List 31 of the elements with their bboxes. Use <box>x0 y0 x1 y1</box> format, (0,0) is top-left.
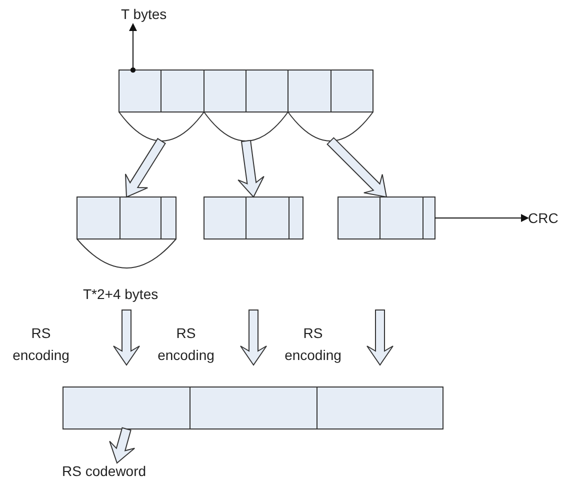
node-label: CRC <box>528 210 558 226</box>
edge-label: RS encoding <box>156 324 216 365</box>
segment-box <box>76 196 176 240</box>
node-label: RS codeword <box>62 463 146 479</box>
brace-arc <box>118 112 204 142</box>
brace-arc <box>288 112 374 142</box>
arrow <box>240 310 267 366</box>
node-label: T bytes <box>121 6 167 22</box>
cell-box <box>118 70 162 112</box>
segment-box <box>204 196 304 240</box>
arrow <box>434 214 529 222</box>
cell-box <box>316 386 444 430</box>
brace-arc <box>204 112 288 142</box>
arrow <box>366 310 394 366</box>
arrow <box>109 427 136 464</box>
arrow <box>238 140 264 198</box>
size-label: T*2+4 bytes <box>83 286 158 302</box>
arrow <box>326 137 388 198</box>
arrow <box>129 23 137 73</box>
arrow <box>113 310 140 366</box>
cell-box <box>246 70 288 112</box>
cell-box <box>330 70 374 112</box>
cell-box <box>160 70 204 112</box>
cell-box <box>62 386 190 430</box>
cell-box <box>204 70 246 112</box>
cell-box <box>288 70 332 112</box>
cell-box <box>190 386 318 430</box>
edge-label: RS encoding <box>12 324 70 365</box>
segment-box <box>338 196 436 240</box>
arrow <box>125 138 166 198</box>
edge-label: RS encoding <box>284 324 342 365</box>
